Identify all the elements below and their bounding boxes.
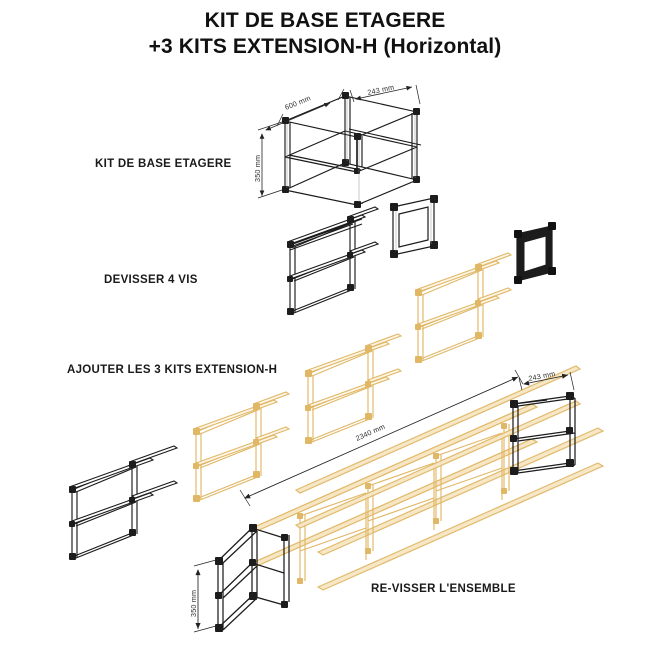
dimension-text-600mm: 600 mm bbox=[283, 93, 312, 112]
step-label-ajouter: AJOUTER LES 3 KITS EXTENSION-H bbox=[67, 364, 278, 376]
part-open-dark-frame-left bbox=[69, 445, 179, 560]
page-title: KIT DE BASE ETAGERE +3 KITS EXTENSION-H … bbox=[0, 8, 650, 59]
step-label-kit-de-base: KIT DE BASE ETAGERE bbox=[95, 158, 232, 170]
dimension-text-350mm: 350 mm bbox=[253, 155, 262, 182]
dimension-text-243mm: 243 mm bbox=[367, 83, 395, 97]
dimension-text-350mm-final: 350 mm bbox=[189, 590, 198, 617]
dimension-final-height: 350 mm bbox=[189, 559, 217, 633]
part-base-shelf-frame bbox=[282, 92, 422, 208]
part-extension-frame-3 bbox=[415, 252, 513, 363]
part-end-panel-right bbox=[514, 222, 556, 284]
part-extension-frame-1 bbox=[193, 391, 291, 502]
dimension-base-height: 350 mm bbox=[253, 121, 283, 199]
part-extension-frame-2 bbox=[305, 333, 403, 444]
step-label-devisser: DEVISSER 4 VIS bbox=[104, 274, 198, 286]
part-opened-frame bbox=[287, 206, 380, 315]
dimension-text-2340mm: 2340 mm bbox=[354, 422, 386, 443]
part-end-panel-left bbox=[390, 195, 438, 258]
title-line-1: KIT DE BASE ETAGERE bbox=[204, 9, 446, 32]
title-line-2: +3 KITS EXTENSION-H (Horizontal) bbox=[148, 34, 502, 58]
step-label-revisser: RE-VISSER L'ENSEMBLE bbox=[371, 583, 516, 595]
part-assembled-long-shelf bbox=[215, 365, 605, 632]
